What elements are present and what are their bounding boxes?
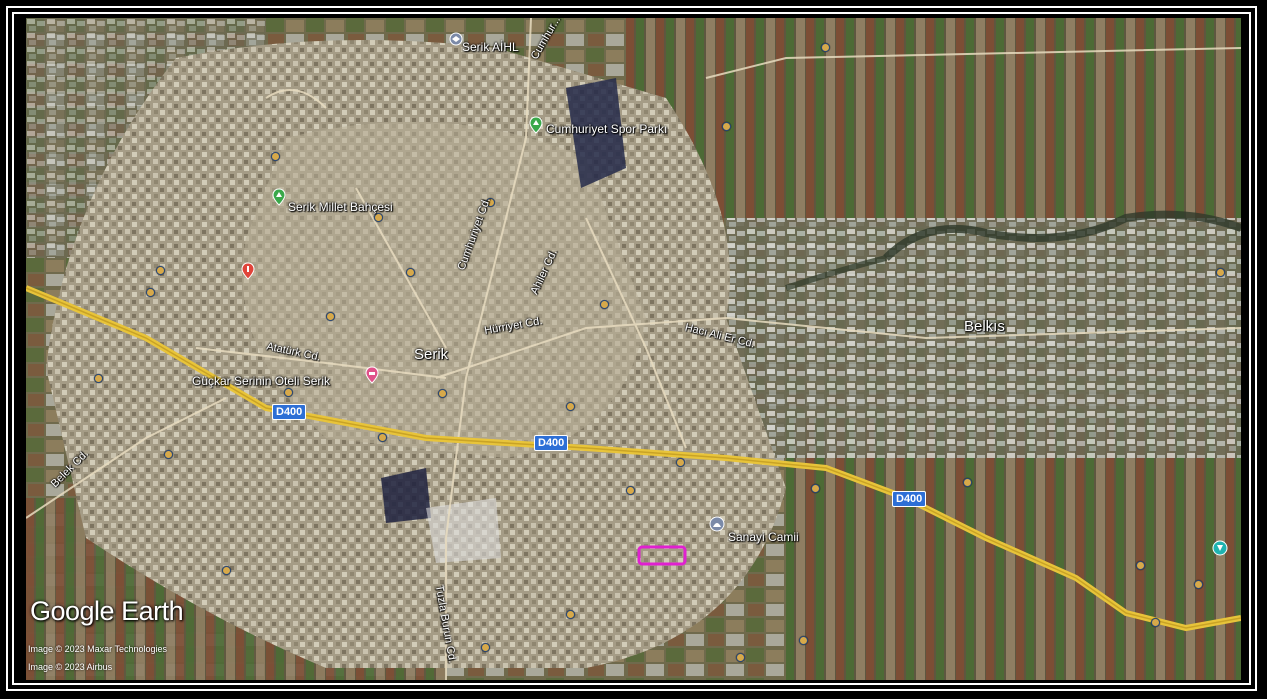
poi-dot[interactable] xyxy=(486,198,495,207)
poi-dot[interactable] xyxy=(799,636,808,645)
poi-dot[interactable] xyxy=(566,610,575,619)
place-label-serik-aihl: Serik AİHL xyxy=(462,40,519,54)
attraction-pin-icon[interactable] xyxy=(1212,540,1228,558)
poi-dot[interactable] xyxy=(1194,580,1203,589)
place-label-guckar-otel: Güçkar Serinin Oteli Serik xyxy=(192,374,331,388)
park-pin-icon[interactable] xyxy=(271,188,287,206)
poi-dot[interactable] xyxy=(438,389,447,398)
place-label-belkis: Belkıs xyxy=(964,318,1005,335)
poi-dot[interactable] xyxy=(722,122,731,131)
poi-dot[interactable] xyxy=(271,152,280,161)
mosque-pin-icon[interactable] xyxy=(709,516,725,534)
poi-dot[interactable] xyxy=(94,374,103,383)
park-pin-icon[interactable] xyxy=(528,116,544,134)
poi-dot[interactable] xyxy=(821,43,830,52)
school-pin-icon[interactable] xyxy=(448,32,464,50)
poi-dot[interactable] xyxy=(164,450,173,459)
poi-dot[interactable] xyxy=(676,458,685,467)
highway-shield-d400: D400 xyxy=(892,491,927,507)
poi-dot[interactable] xyxy=(1216,268,1225,277)
place-label-sanayi-camii: Sanayi Camii xyxy=(728,530,799,544)
poi-dot[interactable] xyxy=(326,312,335,321)
poi-dot[interactable] xyxy=(156,266,165,275)
highway-shield-d400: D400 xyxy=(272,404,307,420)
imagery-credit: Image © 2023 Airbus xyxy=(28,662,113,672)
highlighted-parcel xyxy=(637,545,687,566)
highway-shield-d400: D400 xyxy=(534,435,569,451)
hotel-pin-icon[interactable] xyxy=(364,366,380,384)
place-label-serik: Serik xyxy=(414,346,449,363)
poi-dot[interactable] xyxy=(1136,561,1145,570)
poi-dot[interactable] xyxy=(811,484,820,493)
place-label-cumhuriyet-spor-parki: Cumhuriyet Spor Parkı xyxy=(546,122,668,136)
poi-dot[interactable] xyxy=(566,402,575,411)
restaurant-pin-icon[interactable] xyxy=(240,262,256,280)
map-imagery xyxy=(26,18,1241,680)
imagery-credit: Image © 2023 Maxar Technologies xyxy=(28,644,168,654)
poi-dot[interactable] xyxy=(374,213,383,222)
place-label-serik-millet-bahcesi: Serik Millet Bahçesi xyxy=(288,200,393,214)
poi-dot[interactable] xyxy=(626,486,635,495)
inner-frame xyxy=(12,12,1251,685)
poi-dot[interactable] xyxy=(222,566,231,575)
poi-dot[interactable] xyxy=(284,388,293,397)
google-earth-logo: Google Earth xyxy=(30,596,184,626)
poi-dot[interactable] xyxy=(146,288,155,297)
poi-dot[interactable] xyxy=(963,478,972,487)
satellite-map[interactable]: Serik AİHL Cumhuriyet Spor Parkı Serik M… xyxy=(26,18,1241,680)
outer-frame xyxy=(6,6,1257,691)
poi-dot[interactable] xyxy=(736,653,745,662)
poi-dot[interactable] xyxy=(1151,618,1160,627)
poi-dot[interactable] xyxy=(600,300,609,309)
poi-dot[interactable] xyxy=(481,643,490,652)
poi-dot[interactable] xyxy=(406,268,415,277)
poi-dot[interactable] xyxy=(378,433,387,442)
